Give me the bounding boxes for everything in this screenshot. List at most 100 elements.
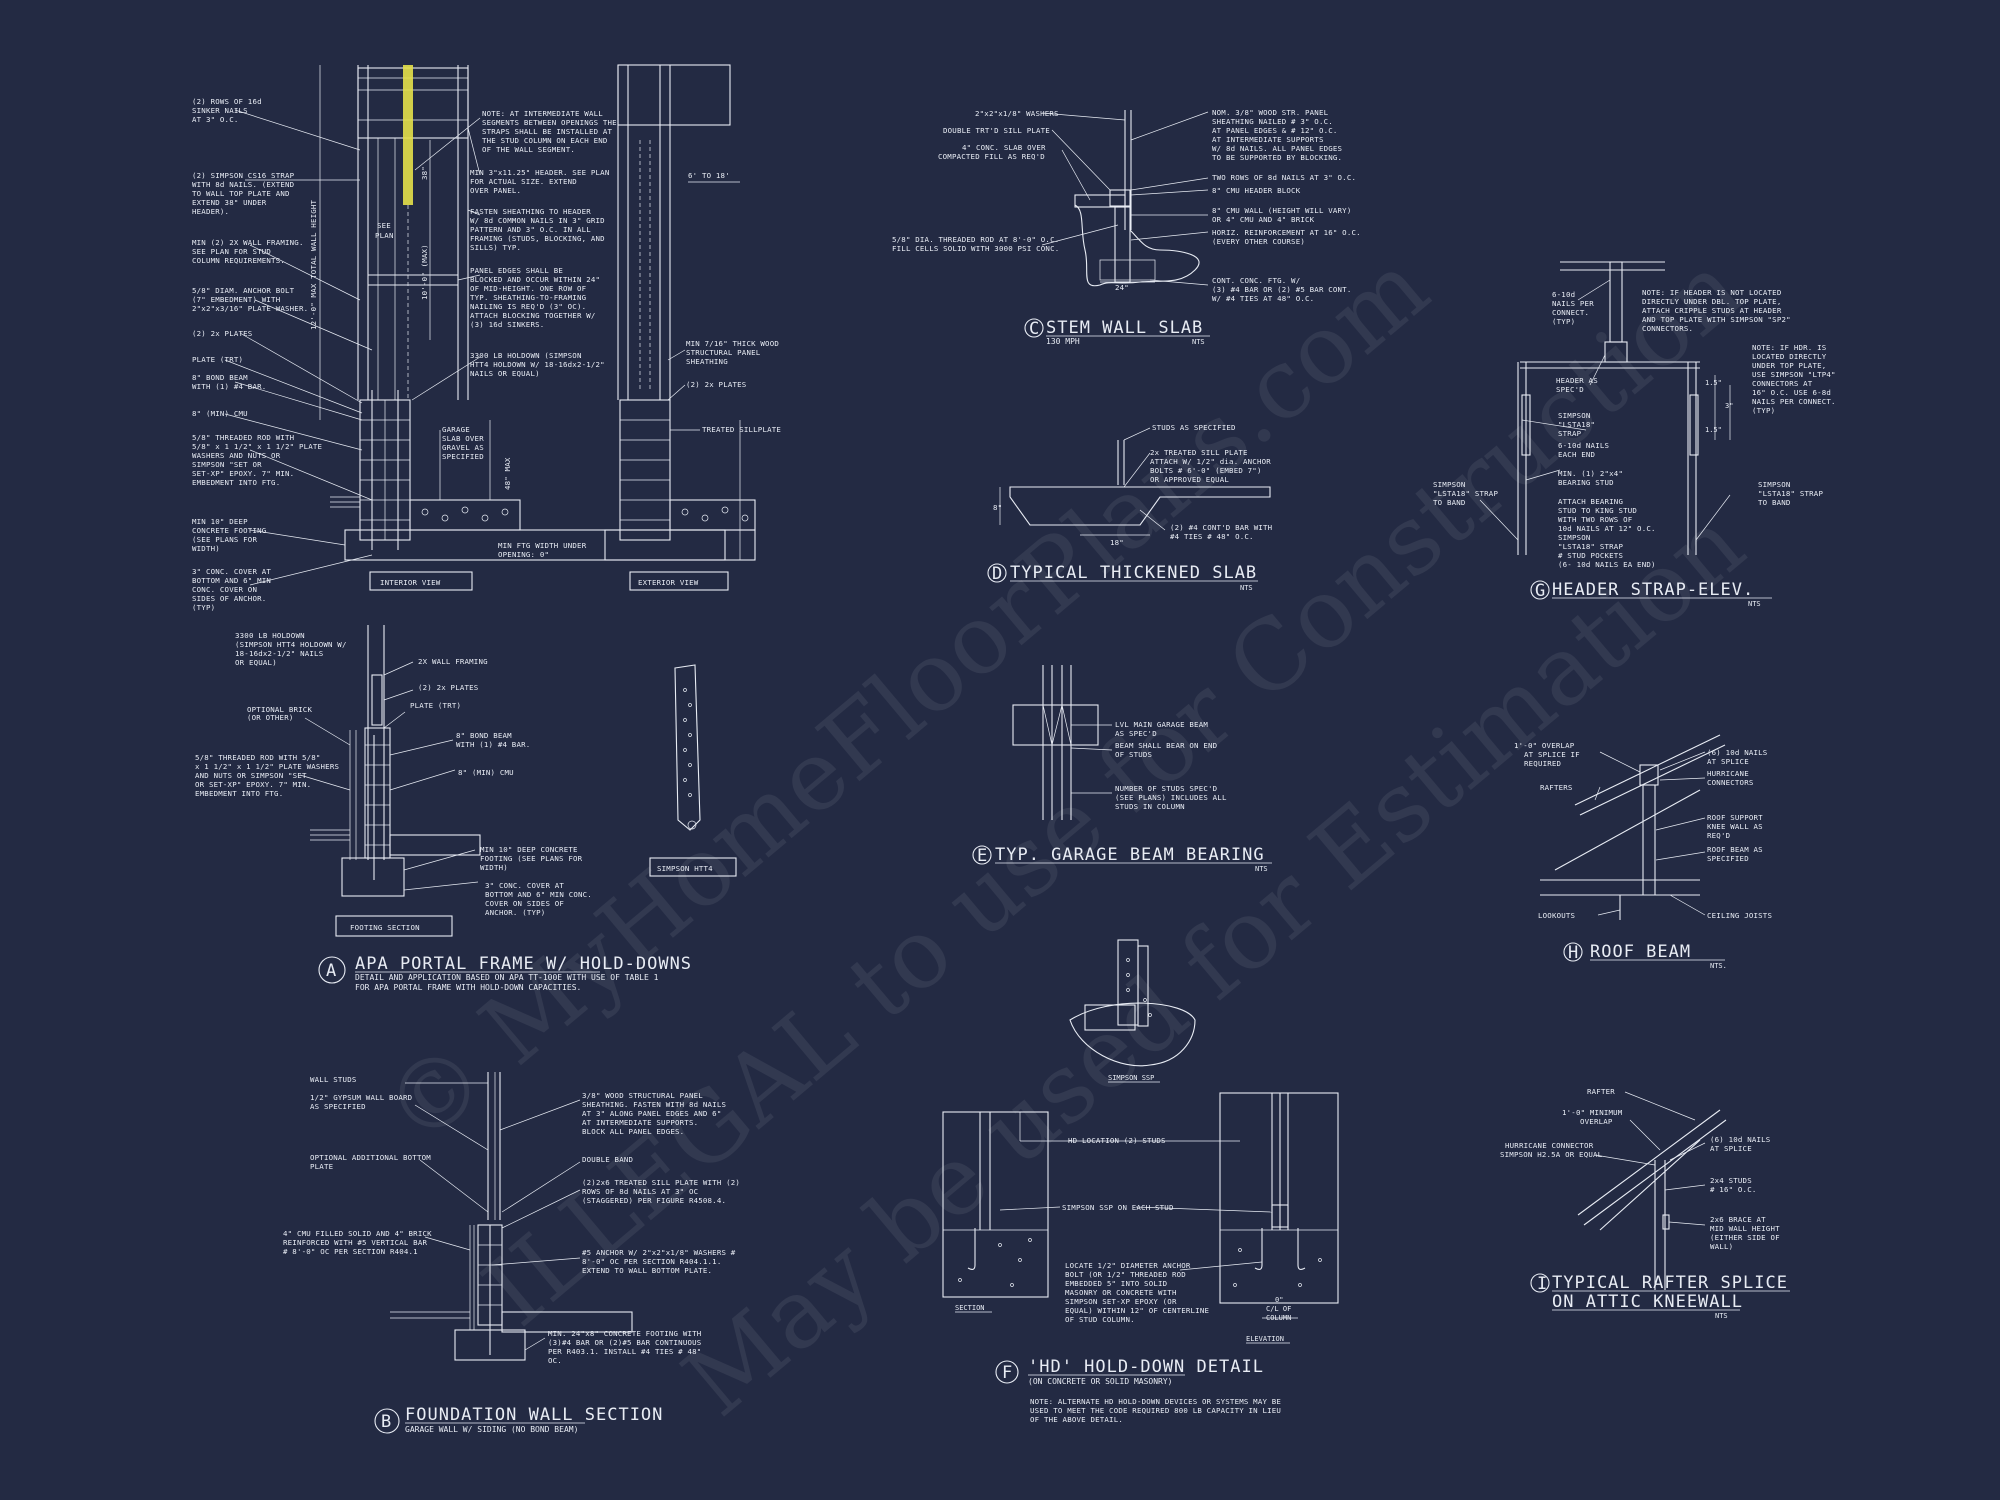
dim-48-max: 48" MAX <box>503 457 512 490</box>
detail-e-letter: E <box>977 846 988 866</box>
note-b-r5: MIN. 24"x8" CONCRETE FOOTING WITH(3)#4 B… <box>548 1329 701 1365</box>
note-d-1: STUDS AS SPECIFIED <box>1152 423 1236 432</box>
detail-f-subtitle: (ON CONCRETE OR SOLID MASONRY) <box>1028 1377 1173 1386</box>
note-a-f2: 2X WALL FRAMING <box>418 657 488 666</box>
detail-f-letter: F <box>1002 1363 1013 1383</box>
detail-i-title-1: TYPICAL RAFTER SPLICE <box>1552 1273 1788 1293</box>
dim-24in: 24" <box>1115 283 1129 292</box>
note-a-f1: 3300 LB HOLDOWN(SIMPSON HTT4 HOLDOWN W/1… <box>235 631 347 667</box>
note-b-l1: WALL STUDS <box>310 1075 357 1084</box>
detail-c-subtitle: 130 MPH <box>1046 337 1080 346</box>
watermark: © MyHomeFloorPlans.com ILLEGAL to use fo… <box>363 231 1765 1438</box>
detail-h-letter: H <box>1568 943 1579 963</box>
detail-i-nts: NTS <box>1715 1312 1728 1320</box>
detail-a-title: APA PORTAL FRAME W/ HOLD-DOWNS <box>355 954 692 974</box>
detail-g-title: HEADER STRAP-ELEV. <box>1552 580 1754 600</box>
detail-b-subtitle: GARAGE WALL W/ SIDING (NO BOND BEAM) <box>405 1425 578 1434</box>
detail-a-interior-view: 12'-0" MAX TOTAL WALL HEIGHT 10'-0" (MAX… <box>309 65 741 591</box>
dim-g-1: 1.5" <box>1705 379 1722 387</box>
note-c-l4: 5/8" DIA. THREADED ROD AT 8'-0" O.C.FILL… <box>892 235 1059 253</box>
dim-10ft: 10'-0" (MAX) <box>420 244 429 300</box>
detail-b-title: FOUNDATION WALL SECTION <box>405 1405 663 1425</box>
note-b-r2: DOUBLE BAND <box>582 1155 633 1164</box>
note-a-l6: PLATE (TRT) <box>192 355 243 364</box>
note-a-f3: (2) 2x PLATES <box>418 683 478 692</box>
detail-c-stem-wall: 24" 2"x2"x1/8" WASHERS DOUBLE TRT'D SILL… <box>892 108 1361 346</box>
note-d-3: (2) #4 CONT'D BAR WITH#4 TIES # 48" O.C. <box>1170 523 1272 541</box>
detail-c-title: STEM WALL SLAB <box>1046 318 1203 338</box>
dim-g-2: 3" <box>1725 402 1733 410</box>
note-a-l5: (2) 2x PLATES <box>192 329 252 338</box>
note-a-f4: PLATE (TRT) <box>410 701 461 710</box>
dim-38in: 38" <box>420 166 429 180</box>
note-a-l3: MIN (2) 2X WALL FRAMING.SEE PLAN FOR STU… <box>192 238 304 265</box>
dim-g-3: 1.5" <box>1705 426 1722 434</box>
note-c-r5: HORIZ. REINFORCEMENT AT 16" O.C.(EVERY O… <box>1212 228 1361 246</box>
detail-e-nts: NTS <box>1255 865 1268 873</box>
note-g-l5: MIN. (1) 2"x4"BEARING STUD <box>1558 469 1623 487</box>
detail-c-letter: C <box>1029 319 1040 339</box>
note-a-f7: 5/8" THREADED ROD WITH 5/8"x 1 1/2" x 1 … <box>195 753 339 798</box>
note-g-l7: SIMPSON"LSTA18" STRAP# STUD POCKETS(6- 1… <box>1558 533 1656 569</box>
detail-d-title: TYPICAL THICKENED SLAB <box>1010 563 1257 583</box>
detail-f-title: 'HD' HOLD-DOWN DETAIL <box>1028 1357 1264 1377</box>
note-f-1: HD LOCATION (2) STUDS <box>1068 1136 1166 1145</box>
detail-g-letter: G <box>1535 581 1546 601</box>
note-a-f5: OPTIONAL BRICK(OR OTHER) <box>247 705 312 722</box>
detail-c-nts: NTS <box>1192 338 1205 346</box>
note-e-3: NUMBER OF STUDS SPEC'D(SEE PLANS) INCLUD… <box>1115 784 1227 811</box>
note-c-r3: 8" CMU HEADER BLOCK <box>1212 186 1301 195</box>
detail-a-subtitle-1: DETAIL AND APPLICATION BASED ON APA TT-1… <box>355 973 659 982</box>
note-f-2: SIMPSON SSP ON EACH STUD <box>1062 1203 1174 1212</box>
note-c-r6: CONT. CONC. FTG. W/(3) #4 BAR OR (2) #5 … <box>1212 276 1352 303</box>
note-c-l2: DOUBLE TRT'D SILL PLATE <box>943 126 1050 135</box>
note-a-ext-3: TREATED SILLPLATE <box>702 425 781 434</box>
detail-h-title: ROOF BEAM <box>1590 942 1691 962</box>
interior-view-label: INTERIOR VIEW <box>380 578 441 587</box>
note-a-l8: 8" (MIN) CMU <box>192 409 248 418</box>
detail-e-title: TYP. GARAGE BEAM BEARING <box>995 845 1265 865</box>
detail-g-nts: NTS <box>1748 600 1761 608</box>
detail-i-letter: I <box>1537 1274 1548 1294</box>
